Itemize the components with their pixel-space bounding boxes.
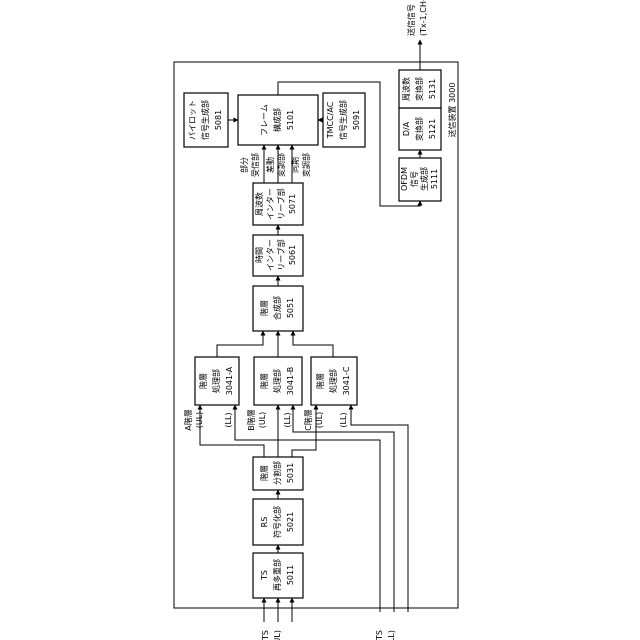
freq-il-label-1: 周波数 bbox=[254, 192, 264, 216]
tmcc-label-1: TMCC/AC bbox=[326, 101, 335, 139]
da-label-2: 変換部 bbox=[414, 117, 424, 141]
remux-label-1: TS bbox=[260, 570, 269, 581]
b-layer-label: B階層 bbox=[246, 409, 256, 431]
pilot-label-2: 信号生成部 bbox=[200, 100, 210, 140]
ts-ll-label-1: TS bbox=[375, 630, 384, 640]
divider-label-1: 階層 bbox=[259, 465, 269, 481]
output-label-1: 送信信号 bbox=[406, 4, 416, 36]
time-il-label-2: インター bbox=[266, 239, 275, 271]
divider-label-2: 分割部 bbox=[272, 461, 282, 485]
layer-a-label-1: 階層 bbox=[198, 373, 208, 389]
diff-mod-label-1: 差動 bbox=[265, 157, 275, 173]
da-label-1: D/A bbox=[402, 121, 411, 136]
b-layer-ul: (UL) bbox=[258, 412, 267, 429]
frame-label-2: 構成部 bbox=[272, 108, 282, 132]
tmcc-label-2: 信号生成部 bbox=[338, 100, 348, 140]
ofdm-label-2: 信号 bbox=[409, 171, 419, 187]
divider-label-3: 5031 bbox=[286, 463, 295, 483]
layer-b-label-3: 3041-B bbox=[286, 367, 295, 395]
freq-il-label-4: 5071 bbox=[288, 194, 297, 214]
freqconv-label-1: 周波数 bbox=[401, 77, 411, 101]
layer-b-label-2: 処理部 bbox=[272, 369, 282, 393]
partial-recv-label-1: 部分 bbox=[239, 157, 249, 173]
a-layer-ul: (UL) bbox=[195, 412, 204, 429]
time-il-label-3: リーブ部 bbox=[276, 239, 286, 271]
layer-a-label-3: 3041-A bbox=[225, 366, 234, 395]
output-label-2: (Tx-1,CH-Y) bbox=[419, 0, 428, 36]
layer-c-label-3: 3041-C bbox=[342, 366, 351, 395]
ts-ul-label-2: (UL) bbox=[273, 630, 282, 640]
partial-recv-label-2: 受信部 bbox=[250, 153, 260, 177]
freq-il-label-2: インター bbox=[266, 188, 275, 220]
a-layer-label: A階層 bbox=[183, 409, 193, 430]
pilot-label-3: 5081 bbox=[214, 110, 223, 130]
freq-il-label-3: リーブ部 bbox=[276, 188, 286, 220]
diff-mod-label-2: 変調部 bbox=[276, 153, 286, 177]
ts-ll-label-2: (LL) bbox=[387, 630, 396, 640]
sync-mod-label-2: 変調部 bbox=[301, 153, 311, 177]
pilot-label-1: パイロット bbox=[188, 100, 197, 140]
c-layer-ul: (UL) bbox=[315, 412, 324, 429]
frame-label-1: フレーム bbox=[260, 104, 269, 136]
rs-label-1: RS bbox=[260, 517, 269, 528]
freqconv-label-3: 5131 bbox=[428, 79, 437, 99]
c-layer-label: C階層 bbox=[303, 409, 313, 431]
layer-c-label-1: 階層 bbox=[315, 373, 325, 389]
remux-label-3: 5011 bbox=[286, 565, 295, 585]
time-il-label-1: 時間 bbox=[255, 247, 264, 263]
ofdm-label-4: 5111 bbox=[430, 169, 439, 189]
da-label-3: 5121 bbox=[428, 119, 437, 139]
rs-label-3: 5021 bbox=[286, 512, 295, 532]
device-label: 送信装置 3000 bbox=[447, 83, 457, 138]
layer-a-label-2: 処理部 bbox=[211, 369, 221, 393]
sync-mod-label-1: 同期 bbox=[291, 157, 300, 173]
combiner-label-3: 5051 bbox=[286, 298, 295, 318]
time-il-label-4: 5061 bbox=[288, 245, 297, 265]
ofdm-label-3: 生成部 bbox=[419, 167, 429, 191]
ts-ul-label-1: TS bbox=[261, 630, 270, 640]
combiner-label-1: 階層 bbox=[259, 300, 269, 316]
a-layer-ll: (LL) bbox=[224, 412, 233, 427]
b-layer-ll: (LL) bbox=[283, 412, 292, 427]
combiner-label-2: 合成部 bbox=[272, 296, 282, 320]
rs-label-2: 符号化部 bbox=[272, 506, 282, 538]
ofdm-label-1: OFDM bbox=[400, 167, 409, 191]
frame-label-3: 5101 bbox=[286, 110, 295, 130]
c-layer-ll: (LL) bbox=[339, 412, 348, 427]
remux-label-2: 再多重部 bbox=[272, 559, 282, 591]
layer-b-label-1: 階層 bbox=[259, 373, 269, 389]
freqconv-label-2: 変換部 bbox=[414, 77, 424, 101]
tmcc-label-3: 5091 bbox=[352, 110, 361, 130]
layer-c-label-2: 処理部 bbox=[328, 369, 338, 393]
